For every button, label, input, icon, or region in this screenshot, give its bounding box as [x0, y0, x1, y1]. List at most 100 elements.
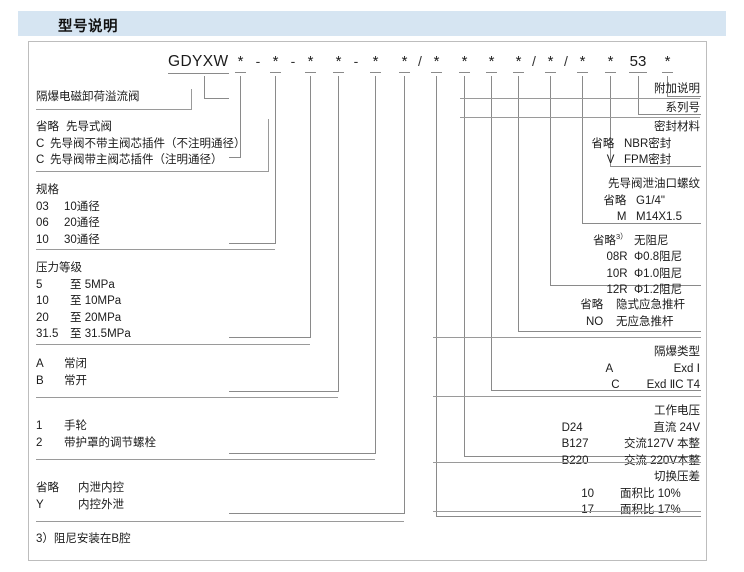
seal-material-row-2: V FPM密封	[606, 154, 672, 166]
label-series-number: 系列号	[460, 100, 700, 118]
connector-r4-v	[582, 76, 583, 223]
connector-4-v	[338, 76, 339, 391]
pilot-drain-thread-row-2: M M14X1.5	[616, 211, 683, 223]
switching-pressure-title: 切换压差	[654, 471, 700, 483]
label-switching-pressure-differential: 切换压差 10 面积比 10% 17 面积比 17%	[440, 469, 700, 519]
connector-6-v	[404, 76, 405, 513]
model-code-line: GDYXW * - * - * * - * * / * * * * / * / …	[0, 53, 744, 75]
code-sep-6: /	[564, 53, 568, 69]
connector-prefix-v	[204, 76, 205, 98]
connector-5-v	[375, 76, 376, 453]
connector-5-h	[229, 453, 376, 454]
explosion-proof-type-row-1: A Exd Ⅰ	[605, 362, 700, 375]
additional-description-text: 附加说明	[654, 83, 700, 95]
connector-r2-v	[638, 76, 639, 114]
label-damping-orifice: 省略3） 无阻尼 08R Φ0.8阻尼 10R Φ1.0阻尼 12R Φ1.2阻…	[440, 229, 700, 299]
working-voltage-row-1: D24 直流 24V	[561, 421, 700, 434]
code-token-11: *	[545, 53, 556, 73]
connector-r6-v	[518, 76, 519, 331]
connector-r9-h	[436, 516, 701, 517]
connector-r8-v	[464, 76, 465, 456]
rule-specification	[36, 249, 275, 250]
connector-r6-h	[518, 331, 701, 332]
code-token-2: *	[270, 53, 281, 73]
switching-pressure-row-1: 10 面积比 10%	[581, 487, 681, 500]
connector-1-v	[240, 76, 241, 157]
specification-title: 规格	[36, 184, 59, 196]
connector-r2-h	[638, 114, 701, 115]
code-token-7: *	[431, 53, 442, 73]
connector-r1-h	[667, 96, 701, 97]
working-voltage-row-3: B220 交流 220V本整	[561, 454, 700, 467]
seal-material-row-1: 省略 NBR密封	[591, 137, 672, 150]
working-voltage-row-2: B127 交流127V 本整	[561, 438, 700, 450]
emergency-push-rod-row-1: 省略 隐式应急推杆	[580, 299, 685, 311]
label-explosion-proof-type: 隔爆类型 A Exd Ⅰ C Exd ⅡC T4	[440, 344, 700, 394]
label-pilot-drain-thread: 先导阀泄油口螺纹 省略 G1/4" M M14X1.5	[440, 176, 700, 226]
damping-orifice-row-4: 12R Φ1.2阻尼	[606, 284, 683, 297]
rule-switching-pressure	[433, 511, 701, 512]
rule-explosion-proof-type	[433, 396, 701, 397]
connector-r7-v	[491, 76, 492, 390]
code-series-fixed: 53	[629, 53, 647, 73]
connector-r8-h	[464, 456, 701, 457]
rule-emergency-push-rod	[433, 337, 701, 338]
explosion-proof-type-row-2: C Exd ⅡC T4	[611, 379, 700, 391]
section-header: 型号说明	[18, 11, 726, 36]
label-additional-description: 附加说明	[460, 81, 700, 99]
connector-6-h	[229, 513, 405, 514]
code-token-14: *	[662, 53, 673, 73]
seal-material-title: 密封材料	[654, 121, 700, 133]
code-token-6: *	[399, 53, 410, 73]
code-sep-3: -	[353, 53, 359, 69]
connector-2-v	[275, 76, 276, 243]
label-product-name: 隔爆电磁卸荷溢流阀	[36, 89, 192, 110]
connector-r5-v	[550, 76, 551, 285]
code-token-1: *	[235, 53, 246, 73]
connector-r9-v	[436, 76, 437, 516]
rule-adjustment-type	[36, 459, 375, 460]
rule-working-voltage	[433, 462, 701, 463]
pilot-drain-thread-row-1: 省略 G1/4"	[603, 194, 666, 207]
diagram-frame	[28, 41, 707, 561]
connector-3-h	[229, 337, 311, 338]
working-voltage-title: 工作电压	[654, 405, 700, 417]
code-token-8: *	[459, 53, 470, 73]
code-token-12: *	[577, 53, 588, 73]
code-token-5: *	[370, 53, 381, 73]
explosion-proof-type-title: 隔爆类型	[654, 346, 700, 358]
connector-2-h	[229, 243, 276, 244]
series-number-text: 系列号	[665, 102, 701, 114]
connector-3-v	[310, 76, 311, 337]
damping-orifice-row-3: 10R Φ1.0阻尼	[606, 267, 683, 280]
page-title: 型号说明	[58, 19, 118, 35]
product-name-text: 隔爆电磁卸荷溢流阀	[36, 91, 140, 103]
connector-r5-h	[550, 285, 701, 286]
connector-r3-v	[610, 76, 611, 166]
code-sep-4: /	[418, 53, 422, 69]
code-sep-1: -	[255, 53, 261, 69]
code-token-3: *	[305, 53, 316, 73]
rule-valve-function	[36, 397, 338, 398]
damping-orifice-row-1: 省略3） 无阻尼	[592, 232, 669, 247]
code-sep-5: /	[532, 53, 536, 69]
connector-4-h	[229, 391, 339, 392]
code-token-10: *	[513, 53, 524, 73]
code-token-4: *	[333, 53, 344, 73]
